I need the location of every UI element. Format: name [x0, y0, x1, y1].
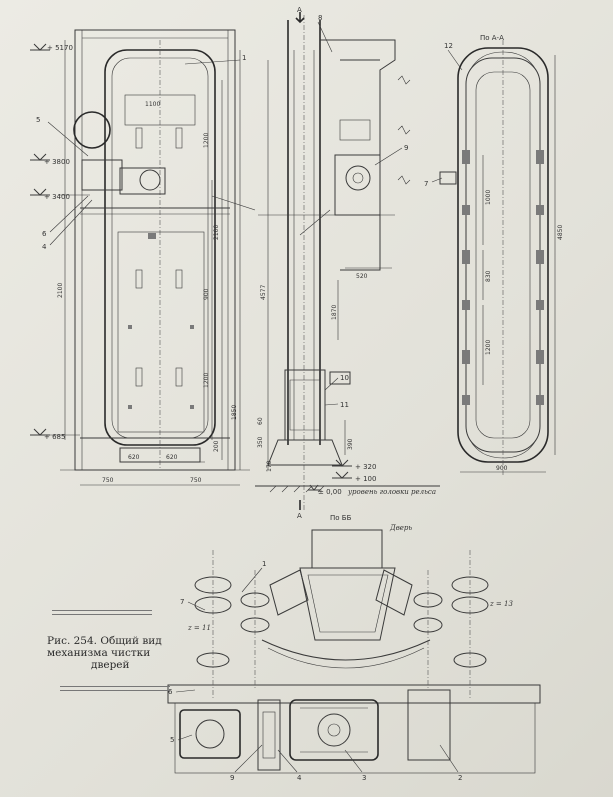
bb-leader-6: 6 — [168, 688, 173, 696]
bb-leader-9: 9 — [230, 774, 234, 782]
dim-4577: 4577 — [260, 285, 267, 300]
dim-750-b: 750 — [190, 477, 202, 484]
bb-leader-3: 3 — [362, 774, 366, 782]
dim-620-a: 620 — [128, 454, 140, 461]
leader-11: 11 — [340, 401, 349, 409]
dim-2100-right: 2100 — [213, 225, 220, 240]
dim-200: 200 — [213, 440, 220, 452]
section-bb-title: По ББ — [330, 514, 352, 522]
section-bb — [167, 529, 541, 774]
leader-8: 8 — [318, 14, 322, 22]
section-bb-labels: По ББ Дверь z = 11 z = 13 1 7 6 5 9 4 3 … — [168, 514, 513, 782]
section-aa-labels: По А-А 1000 830 1200 4850 900 12 7 — [424, 34, 564, 472]
caption-line-2: механизма чистки — [47, 647, 151, 659]
leader-9: 9 — [404, 144, 408, 152]
gear-z13: z = 13 — [489, 600, 513, 608]
caption-line-3: дверей — [91, 659, 130, 671]
section-aa-title: По А-А — [480, 34, 504, 42]
caption-rule-top — [52, 610, 152, 611]
caption-line-1: Рис. 254. Общий вид — [47, 635, 162, 647]
dim-750-a: 750 — [102, 477, 114, 484]
section-aa — [431, 40, 556, 475]
leader-7: 7 — [424, 180, 428, 188]
dim-900: 900 — [496, 465, 508, 472]
leader-10: 10 — [340, 374, 349, 382]
dim-620-b: 620 — [166, 454, 178, 461]
dim-390: 390 — [347, 438, 354, 450]
dim-4850: 4850 — [557, 225, 564, 240]
leader-5: 5 — [36, 116, 40, 124]
elev-zero: ± 0,00 — [318, 488, 342, 496]
leader-4: 4 — [42, 243, 47, 251]
section-mark-a-top: А — [297, 6, 302, 14]
dim-1200-b: 1200 — [203, 373, 210, 388]
caption-rule-top-2 — [52, 614, 152, 615]
side-view-labels: А А 4577 520 1870 390 170 350 60 + 320 +… — [257, 6, 436, 520]
dim-1200: 1200 — [485, 340, 492, 355]
elev-685: + 685 — [44, 433, 65, 441]
elev-100: + 100 — [355, 475, 376, 483]
elev-5170: + 5170 — [47, 44, 73, 52]
dim-1870: 1870 — [331, 305, 338, 320]
dim-830: 830 — [485, 270, 492, 282]
door-label: Дверь — [389, 524, 412, 532]
dim-1850: 1850 — [231, 405, 238, 420]
dim-1200-a: 1200 — [203, 133, 210, 148]
elev-320: + 320 — [355, 463, 376, 471]
dim-900: 900 — [203, 288, 210, 300]
bb-leader-5: 5 — [170, 736, 174, 744]
side-view — [255, 12, 440, 510]
bb-leader-7: 7 — [180, 598, 184, 606]
front-view-labels: + 5170 + 3800 + 3400 + 685 1100 1200 210… — [36, 44, 246, 484]
bb-leader-2: 2 — [458, 774, 462, 782]
dim-1100: 1100 — [145, 101, 160, 108]
bb-leader-4: 4 — [297, 774, 302, 782]
caption-rule-bottom-2 — [60, 690, 170, 691]
dim-1000: 1000 — [485, 190, 492, 205]
dim-170: 170 — [266, 460, 273, 472]
dim-2100-left: 2100 — [57, 283, 64, 298]
caption-rule-bottom — [60, 686, 170, 687]
elev-3800: + 3800 — [44, 158, 70, 166]
section-mark-a-bottom: А — [297, 512, 302, 520]
leader-1: 1 — [242, 54, 246, 62]
leader-12: 12 — [444, 42, 453, 50]
gear-z11: z = 11 — [187, 624, 211, 632]
dim-520: 520 — [356, 273, 368, 280]
front-view — [30, 29, 256, 486]
elev-3400: + 3400 — [44, 193, 70, 201]
leader-6: 6 — [42, 230, 47, 238]
dim-350: 350 — [257, 436, 264, 448]
dim-60: 60 — [257, 417, 264, 425]
figure-caption: Рис. 254. Общий вид механизма чистки две… — [47, 635, 177, 671]
bb-leader-1: 1 — [262, 560, 266, 568]
rail-head-level-label: уровень головки рельса — [347, 488, 436, 496]
